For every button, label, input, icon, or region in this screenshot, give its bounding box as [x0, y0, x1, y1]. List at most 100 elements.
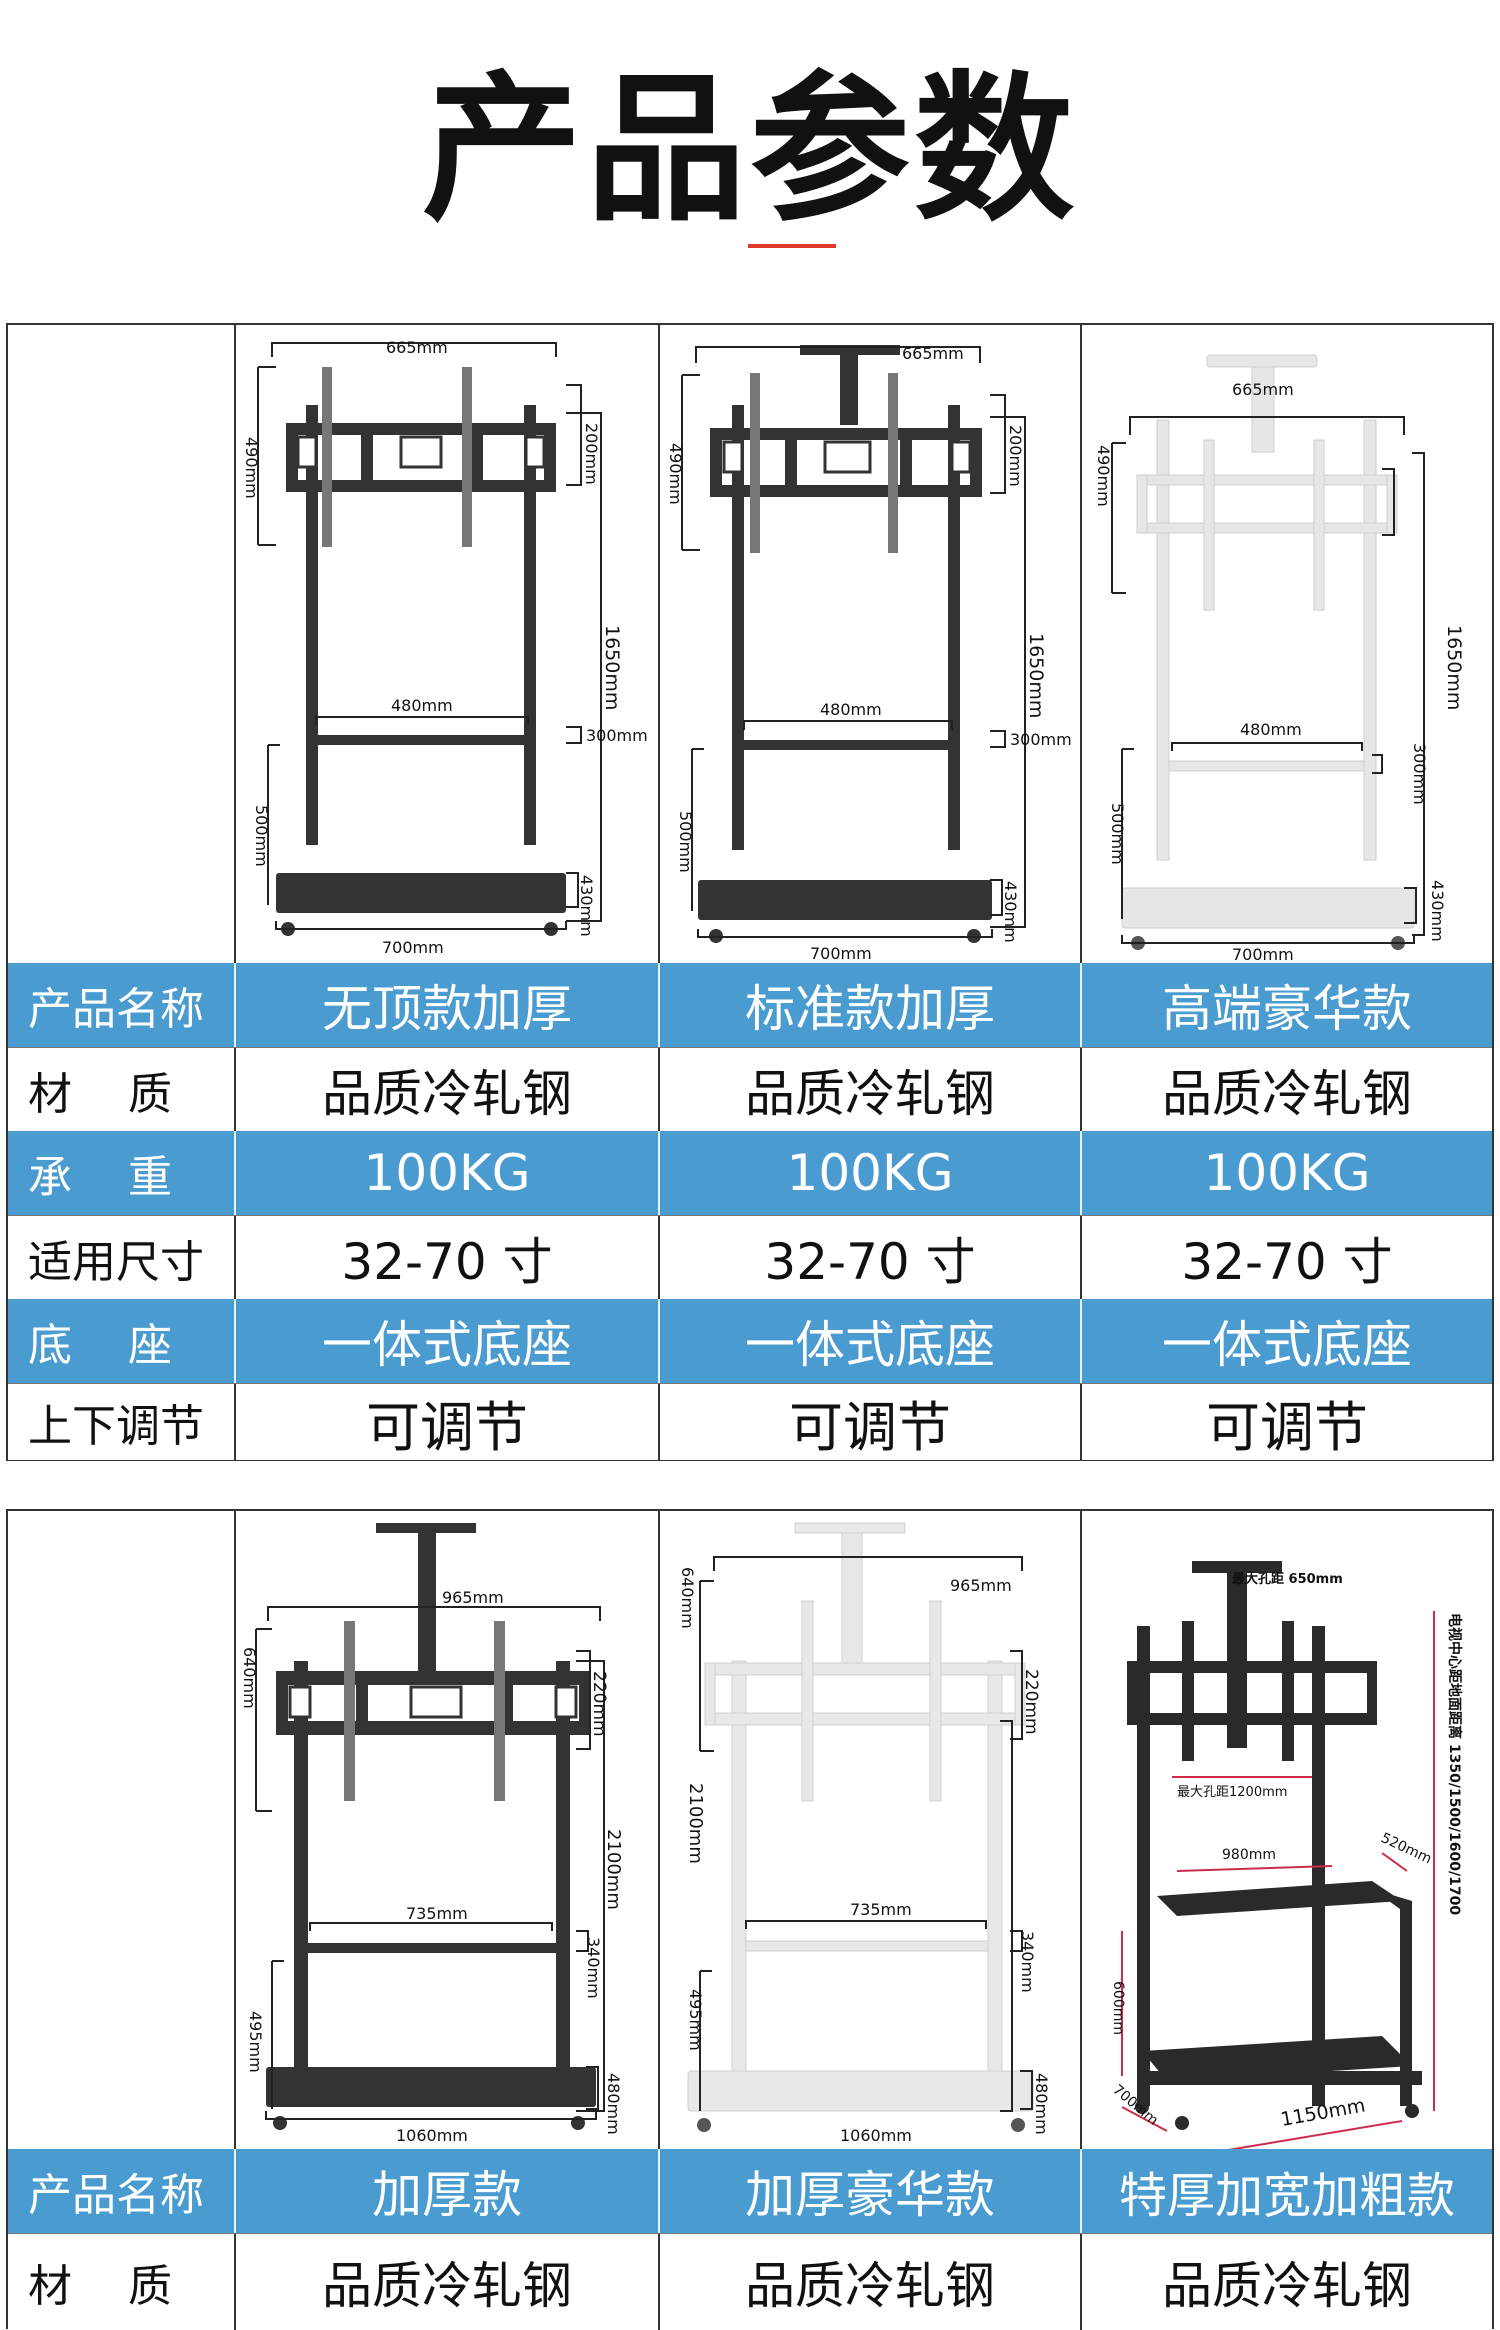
svg-text:1060mm: 1060mm [396, 2126, 468, 2145]
cell-product-name: 高端豪华款 [1080, 963, 1492, 1047]
row-label: 产品名称 [28, 2170, 204, 2221]
cell-load: 100KG [1080, 1131, 1492, 1215]
row-load: 承 重 100KG 100KG 100KG [8, 1131, 1492, 1215]
svg-text:电视中心距地面距离 1350/1500/1600/1700: 电视中心距地面距离 1350/1500/1600/1700 [1446, 1613, 1463, 1915]
product-table-1: 665mm 490mm 200mm 1650mm 480mm 300mm 500… [6, 323, 1494, 1461]
cell-size: 32-70 寸 [234, 1216, 658, 1300]
svg-text:700mm: 700mm [810, 944, 872, 963]
cell-material: 品质冷轧钢 [234, 2234, 658, 2330]
svg-text:490mm: 490mm [242, 437, 261, 499]
row-material: 材 质 品质冷轧钢 品质冷轧钢 品质冷轧钢 [8, 1047, 1492, 1132]
svg-text:520mm: 520mm [1378, 1830, 1434, 1867]
svg-text:495mm: 495mm [686, 1989, 705, 2051]
row-height-adjust: 上下调节 可调节 可调节 可调节 [8, 1383, 1492, 1460]
svg-text:500mm: 500mm [252, 805, 271, 867]
cell-load: 100KG [658, 1131, 1080, 1215]
row-product-name: 产品名称 无顶款加厚 标准款加厚 高端豪华款 [8, 963, 1492, 1047]
cell-material: 品质冷轧钢 [658, 2234, 1080, 2330]
svg-text:965mm: 965mm [950, 1576, 1012, 1595]
row-label: 适用尺寸 [28, 1237, 204, 1288]
cell-adjust: 可调节 [1080, 1384, 1492, 1460]
svg-text:200mm: 200mm [582, 423, 601, 485]
stand-diagram-thick-deluxe: 640mm 965mm 220mm 2100mm 735mm 340mm 495… [658, 1511, 1080, 2149]
svg-text:300mm: 300mm [586, 726, 648, 745]
svg-text:640mm: 640mm [678, 1567, 697, 1629]
svg-text:640mm: 640mm [240, 1647, 259, 1709]
cell-size: 32-70 寸 [1080, 1216, 1492, 1300]
svg-text:980mm: 980mm [1222, 1847, 1276, 1863]
svg-text:220mm: 220mm [589, 1671, 609, 1737]
svg-text:700mm: 700mm [1232, 945, 1294, 963]
svg-text:2100mm: 2100mm [685, 1783, 706, 1864]
row-product-name: 产品名称 加厚款 加厚豪华款 特厚加宽加粗款 [8, 2149, 1492, 2233]
cell-material: 品质冷轧钢 [658, 1048, 1080, 1132]
cell-product-name: 特厚加宽加粗款 [1080, 2149, 1492, 2233]
cell-product-name: 无顶款加厚 [234, 963, 658, 1047]
row-label: 承 重 [28, 1152, 172, 1203]
cell-adjust: 可调节 [234, 1384, 658, 1460]
svg-text:500mm: 500mm [676, 811, 695, 873]
cell-load: 100KG [234, 1131, 658, 1215]
svg-text:430mm: 430mm [577, 875, 596, 937]
cell-adjust: 可调节 [658, 1384, 1080, 1460]
svg-text:200mm: 200mm [1006, 425, 1025, 487]
stand-diagram-thick: 965mm 640mm 220mm 2100mm 735mm 340mm 495… [234, 1511, 658, 2149]
svg-text:480mm: 480mm [820, 700, 882, 719]
svg-text:490mm: 490mm [1094, 445, 1113, 507]
stand-diagram-extra-thick-wide: 最大孔距 650mm 电视中心距地面距离 1350/1500/1600/1700… [1080, 1511, 1492, 2149]
svg-text:300mm: 300mm [1010, 730, 1072, 749]
svg-text:665mm: 665mm [1232, 380, 1294, 399]
svg-text:480mm: 480mm [1240, 720, 1302, 739]
cell-material: 品质冷轧钢 [234, 1048, 658, 1132]
svg-text:480mm: 480mm [391, 696, 453, 715]
svg-text:500mm: 500mm [1108, 803, 1127, 865]
svg-text:1650mm: 1650mm [1443, 625, 1465, 710]
svg-text:700mm: 700mm [382, 938, 444, 957]
svg-text:1060mm: 1060mm [840, 2126, 912, 2145]
svg-text:340mm: 340mm [584, 1937, 603, 1999]
svg-text:965mm: 965mm [442, 1588, 504, 1607]
cell-product-name: 加厚豪华款 [658, 2149, 1080, 2233]
svg-text:665mm: 665mm [386, 338, 448, 357]
svg-text:495mm: 495mm [246, 2011, 265, 2073]
stand-diagram-deluxe: 665mm 490mm 1650mm 480mm 300mm 500mm 430… [1080, 325, 1492, 963]
page-title: 产品参数 [421, 56, 1078, 243]
row-label: 产品名称 [28, 984, 204, 1035]
row-size: 适用尺寸 32-70 寸 32-70 寸 32-70 寸 [8, 1215, 1492, 1300]
row-label: 材 质 [28, 1069, 172, 1120]
row-label: 上下调节 [28, 1401, 204, 1452]
row-base: 底 座 一体式底座 一体式底座 一体式底座 [8, 1299, 1492, 1383]
cell-base: 一体式底座 [658, 1299, 1080, 1383]
svg-text:430mm: 430mm [1428, 880, 1447, 942]
row-label: 底 座 [28, 1320, 172, 1371]
cell-size: 32-70 寸 [658, 1216, 1080, 1300]
svg-text:665mm: 665mm [902, 344, 964, 363]
svg-text:480mm: 480mm [1032, 2073, 1051, 2135]
svg-text:1650mm: 1650mm [1025, 633, 1047, 718]
svg-text:最大孔距1200mm: 最大孔距1200mm [1177, 1785, 1287, 1800]
cell-base: 一体式底座 [234, 1299, 658, 1383]
row-label: 材 质 [28, 2261, 172, 2312]
svg-text:220mm: 220mm [1021, 1669, 1041, 1735]
cell-material: 品质冷轧钢 [1080, 1048, 1492, 1132]
svg-text:1650mm: 1650mm [601, 625, 623, 710]
svg-text:490mm: 490mm [666, 443, 685, 505]
svg-text:600mm: 600mm [1110, 1981, 1126, 2035]
svg-text:700mm: 700mm [1109, 2082, 1161, 2129]
svg-text:480mm: 480mm [604, 2073, 623, 2135]
row-material: 材 质 品质冷轧钢 品质冷轧钢 品质冷轧钢 [8, 2233, 1492, 2330]
svg-text:300mm: 300mm [1410, 743, 1429, 805]
cell-product-name: 加厚款 [234, 2149, 658, 2233]
svg-text:735mm: 735mm [406, 1904, 468, 1923]
product-table-2: 965mm 640mm 220mm 2100mm 735mm 340mm 495… [6, 1509, 1494, 2330]
stand-diagram-standard: 665mm 490mm 200mm 1650mm 480mm 300mm 500… [658, 325, 1080, 963]
svg-text:2100mm: 2100mm [603, 1829, 624, 1910]
cell-material: 品质冷轧钢 [1080, 2234, 1492, 2330]
cell-product-name: 标准款加厚 [658, 963, 1080, 1047]
svg-text:340mm: 340mm [1018, 1931, 1037, 1993]
svg-text:最大孔距 650mm: 最大孔距 650mm [1232, 1571, 1343, 1587]
stand-diagram-no-top: 665mm 490mm 200mm 1650mm 480mm 300mm 500… [234, 325, 658, 963]
svg-text:735mm: 735mm [850, 1900, 912, 1919]
svg-text:430mm: 430mm [1001, 881, 1020, 943]
cell-base: 一体式底座 [1080, 1299, 1492, 1383]
